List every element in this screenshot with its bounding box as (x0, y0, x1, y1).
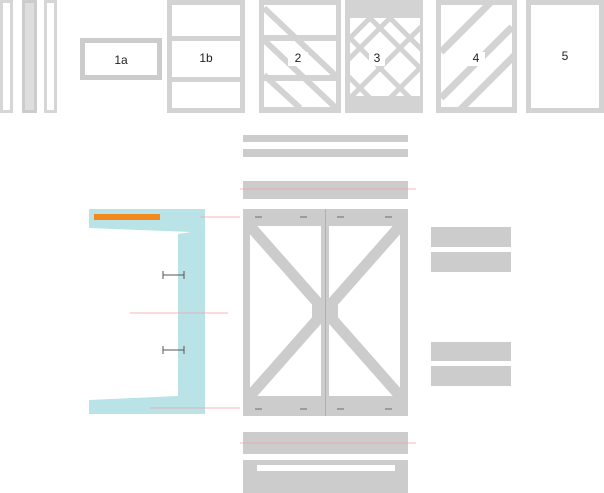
panel-label-2: 2 (295, 51, 302, 65)
panel-label-4: 4 (473, 51, 480, 65)
panel-label-1a: 1a (114, 53, 128, 67)
panel-4: 4 (436, 0, 517, 113)
panel-5: 5 (526, 0, 604, 113)
side-pads (431, 227, 511, 386)
channel-profile (243, 460, 408, 493)
screw-icon (162, 346, 185, 354)
horizontal-rails-top (240, 135, 416, 199)
screw-icon (162, 271, 185, 279)
panel-1b: 1b (167, 0, 245, 113)
orange-strip (94, 214, 160, 220)
panel-2: 2 (259, 0, 341, 113)
panel-3: 3 (345, 0, 423, 113)
x-braced-frame (243, 209, 408, 416)
panel-1a: 1a (80, 38, 162, 80)
panel-label-5: 5 (562, 49, 569, 63)
panel-label-1b: 1b (199, 51, 213, 65)
cross-section-profile (89, 209, 240, 414)
panel-label-3: 3 (374, 51, 381, 65)
vertical-profile-strips (0, 0, 57, 113)
horizontal-rails-bottom (240, 432, 416, 493)
